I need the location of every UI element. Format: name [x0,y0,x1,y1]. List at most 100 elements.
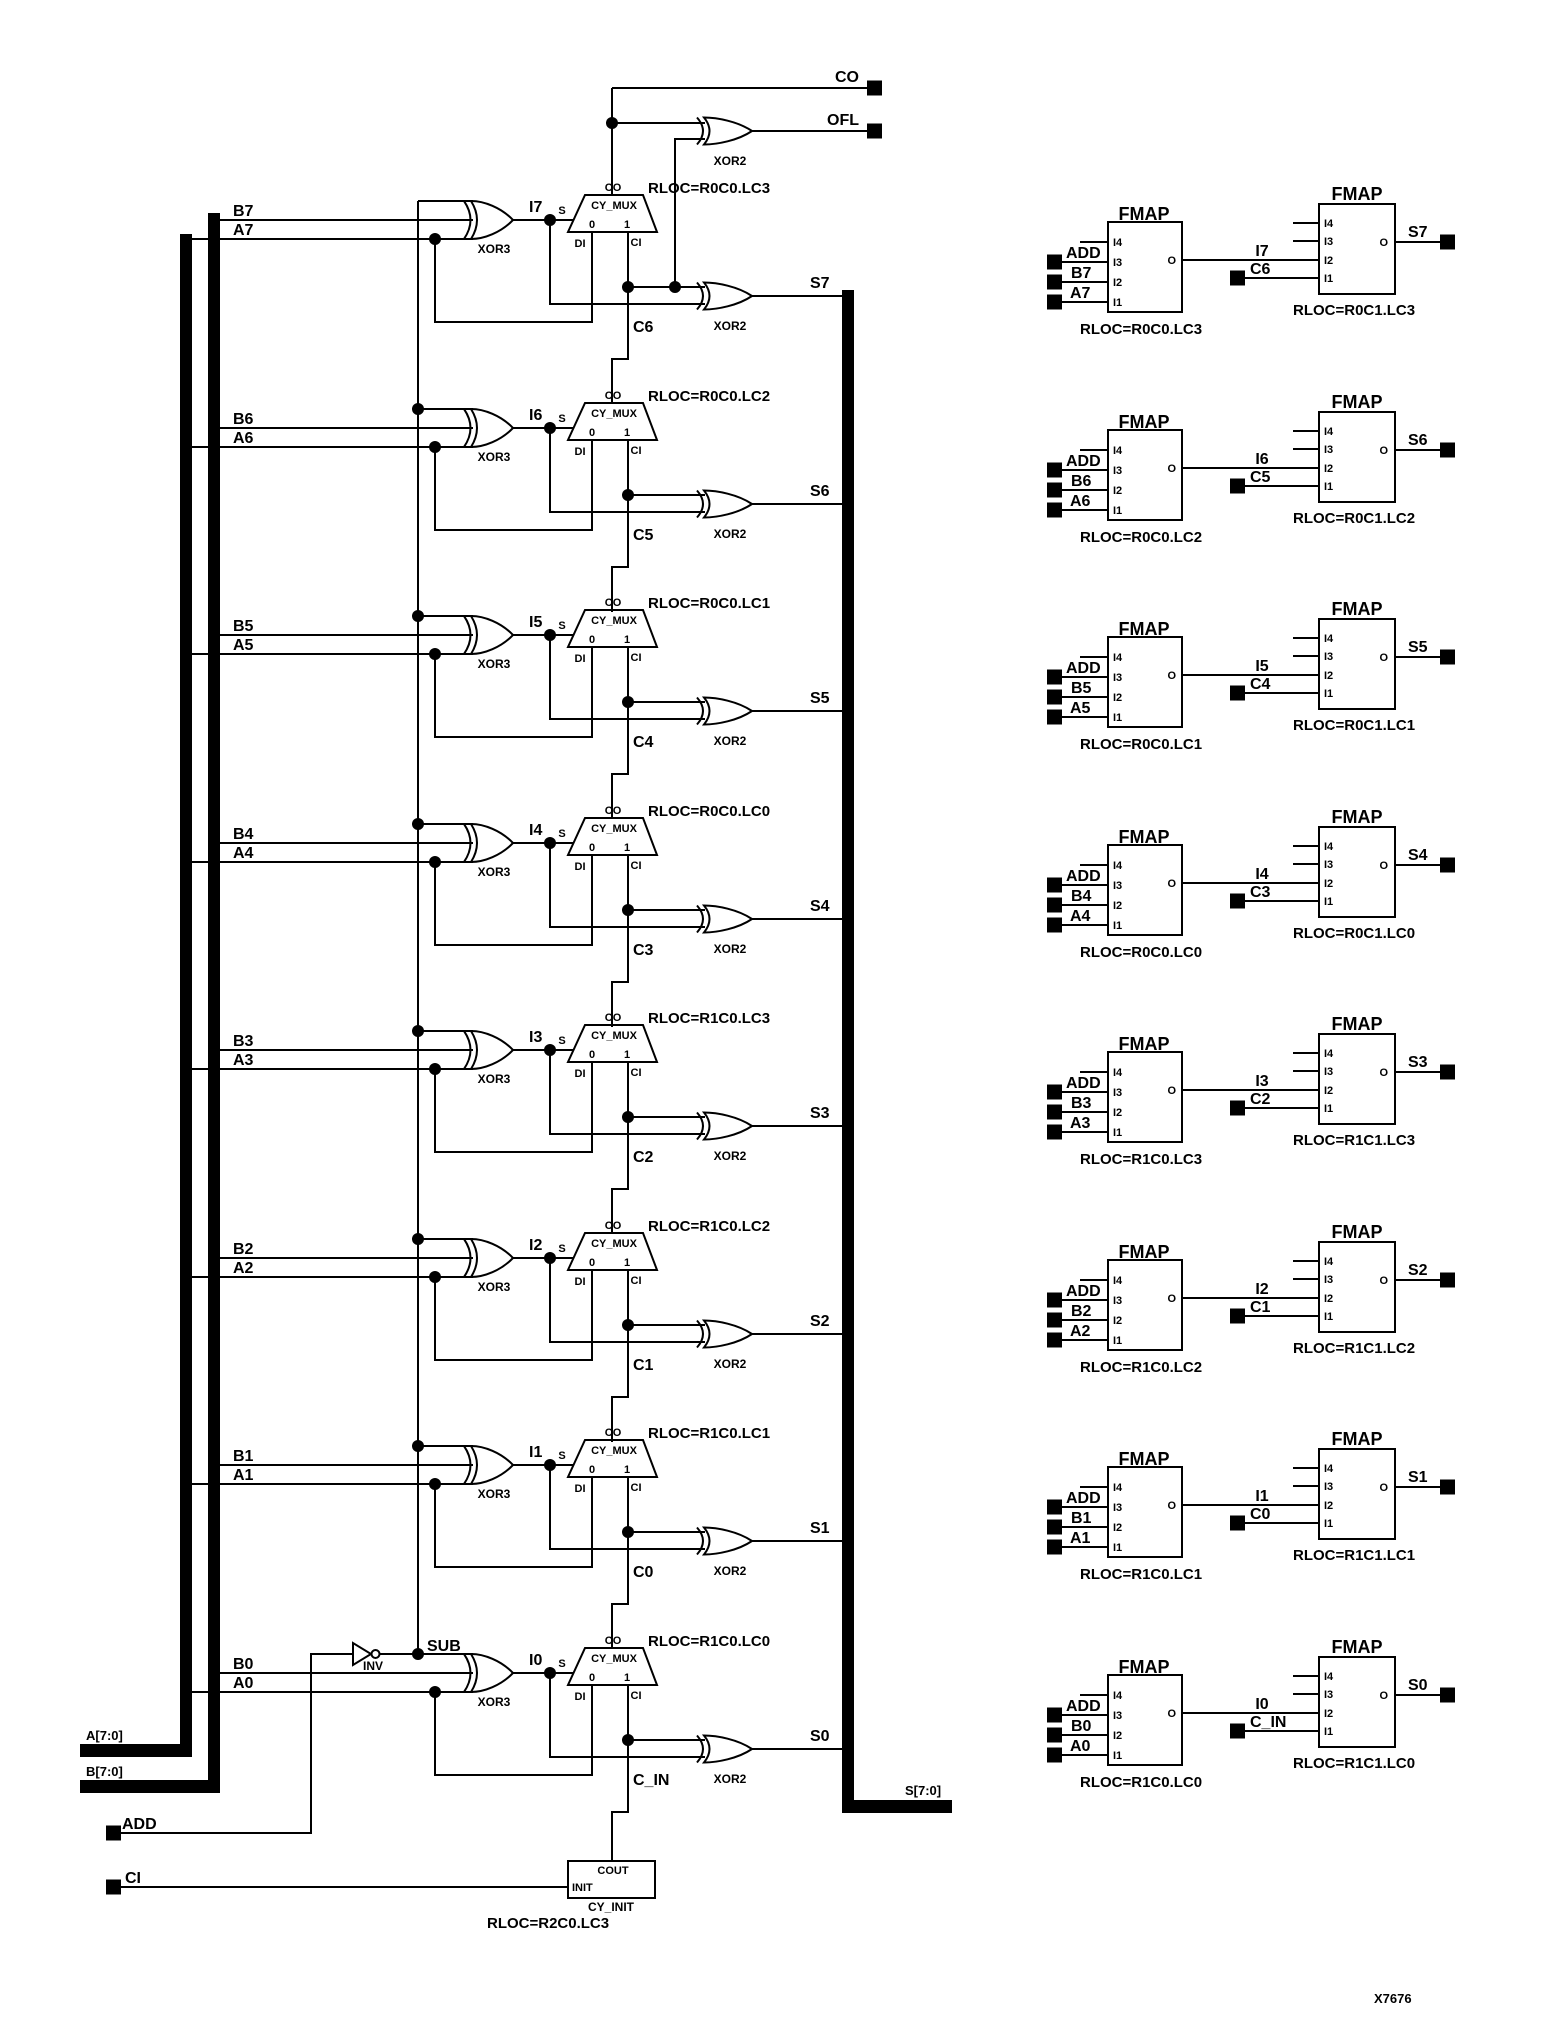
add-terminal [1047,1084,1062,1100]
cy-mux-sel1-label: 1 [624,1672,630,1684]
xor3-back-arc [463,1030,472,1070]
cy-mux-di-pin-label: DI [575,1691,586,1703]
i-feedback-wire [549,1465,705,1550]
cy-mux-sel1-label: 1 [624,219,630,231]
fmap-left-title: FMAP [1119,204,1170,224]
cy-mux-co-pin-label: CO [605,597,622,609]
add-input-label: ADD [122,1816,157,1833]
i-net-label: I2 [1255,1281,1268,1298]
xor3-back-arc [463,823,472,863]
carry-terminal [1230,1515,1245,1531]
sum-terminal [1440,1479,1455,1495]
fmap-pair-row: FMAP I4 I3 I2 I1 O ADD B6 A6 RLOC=R0C0.L… [1047,392,1455,546]
fmap-right-rloc-label: RLOC=R0C1.LC2 [1293,510,1415,527]
i-net-label: I5 [529,614,542,631]
xor3-label: XOR3 [478,1487,511,1501]
cy-mux-s-pin-label: S [558,205,565,217]
fmap-left-i3-pin-label: I3 [1113,465,1122,477]
figure-id-label: X7676 [1374,1991,1412,2006]
fmap-left-o-pin-label: O [1167,255,1176,267]
sub-junction-dot [412,818,424,830]
s-bus-horizontal [842,1800,952,1813]
fmap-right-o-pin-label: O [1379,1067,1388,1079]
carry-chain-wire [611,1477,629,1649]
cy-mux-symbol [566,609,659,648]
cy-mux-sel1-label: 1 [624,634,630,646]
a-net-label: A7 [1070,285,1091,302]
cy-mux-s-pin-label: S [558,620,565,632]
cy-mux-symbol [566,1024,659,1063]
cy-mux-symbol [566,1232,659,1271]
carry-chain-wire [611,647,629,819]
ofl-output-label: OFL [827,112,859,129]
fmap-left-i4-pin-label: I4 [1113,445,1123,457]
rloc-constraint-label: RLOC=R1C0.LC3 [648,1010,770,1027]
cy-init-name: CY_INIT [588,1900,635,1914]
b-input-label: B7 [233,203,254,220]
adder-bit-stage: B7 A7 XOR3 I7 CO CY_MUX 0 1 S DI CI C6 [192,180,842,404]
fmap-right-o-pin-label: O [1379,1690,1388,1702]
cy-mux-di-pin-label: DI [575,653,586,665]
cy-mux-sel0-label: 0 [589,1672,595,1684]
xor3-back-arc [463,200,472,240]
i-feedback-wire [549,220,705,305]
add-net-label: ADD [1066,245,1101,262]
a-input-label: A2 [233,1260,254,1277]
fmap-left-box [1107,1674,1183,1766]
fmap-right-o-pin-label: O [1379,860,1388,872]
carry-terminal [1230,1308,1245,1324]
xor3-label: XOR3 [478,242,511,256]
sum-net-label: S4 [1408,847,1428,864]
fmap-left-i4-pin-label: I4 [1113,1690,1123,1702]
a-bus-horizontal [80,1744,192,1757]
fmap-right-rloc-label: RLOC=R1C1.LC1 [1293,1547,1415,1564]
cy-mux-symbol [566,402,659,441]
xor3-gate [469,1029,515,1071]
fmap-right-box [1318,1033,1396,1125]
b-input-label: B1 [233,1448,254,1465]
fmap-left-i4-pin-label: I4 [1113,237,1123,249]
cy-mux-sel0-label: 0 [589,1257,595,1269]
fmap-left-box [1107,1466,1183,1558]
b-input-label: B2 [233,1241,254,1258]
xor3-back-arc [463,615,472,655]
fmap-left-o-pin-label: O [1167,1500,1176,1512]
fmap-right-i4-pin-label: I4 [1324,426,1334,438]
i-net-label: I7 [1255,243,1268,260]
cy-mux-ci-pin-label: CI [631,652,642,664]
i-net-label: I4 [529,822,542,839]
xor3-label: XOR3 [478,657,511,671]
a-terminal [1047,917,1062,933]
add-net-label: ADD [1066,660,1101,677]
ofl-xor2-gate [701,116,754,146]
fmap-right-box [1318,411,1396,503]
b-net-label: B5 [1071,680,1092,697]
a-terminal [1047,294,1062,310]
a-to-di-wire [434,647,593,738]
fmap-right-box [1318,1448,1396,1540]
carry-chain-wire [611,440,629,612]
fmap-right-i1-pin-label: I1 [1324,273,1333,285]
carry-chain-wire [611,1270,629,1442]
fmap-right-rloc-label: RLOC=R0C1.LC0 [1293,925,1415,942]
add-net-label: ADD [1066,868,1101,885]
fmap-pair-row: FMAP I4 I3 I2 I1 O ADD B7 A7 RLOC=R0C0.L… [1047,184,1455,338]
cy-mux-s-pin-label: S [558,1450,565,1462]
xor2-gate [701,1319,754,1349]
fmap-right-i3-pin-label: I3 [1324,1481,1333,1493]
xor2-back-arc [696,904,704,934]
fmap-left-i1-pin-label: I1 [1113,920,1122,932]
xor3-back-arc [463,1445,472,1485]
fmap-right-i3-pin-label: I3 [1324,1689,1333,1701]
cy-mux-ci-pin-label: CI [631,445,642,457]
carry-net-label: C6 [633,319,654,336]
fmap-left-i3-pin-label: I3 [1113,1502,1122,1514]
fmap-left-o-pin-label: O [1167,1293,1176,1305]
fmap-right-i4-pin-label: I4 [1324,841,1334,853]
a-net-label: A5 [1070,700,1091,717]
i-feedback-wire [549,843,705,928]
cy-mux-co-pin-label: CO [605,1635,622,1647]
add-terminal [1047,669,1062,685]
cy-mux-di-pin-label: DI [575,446,586,458]
